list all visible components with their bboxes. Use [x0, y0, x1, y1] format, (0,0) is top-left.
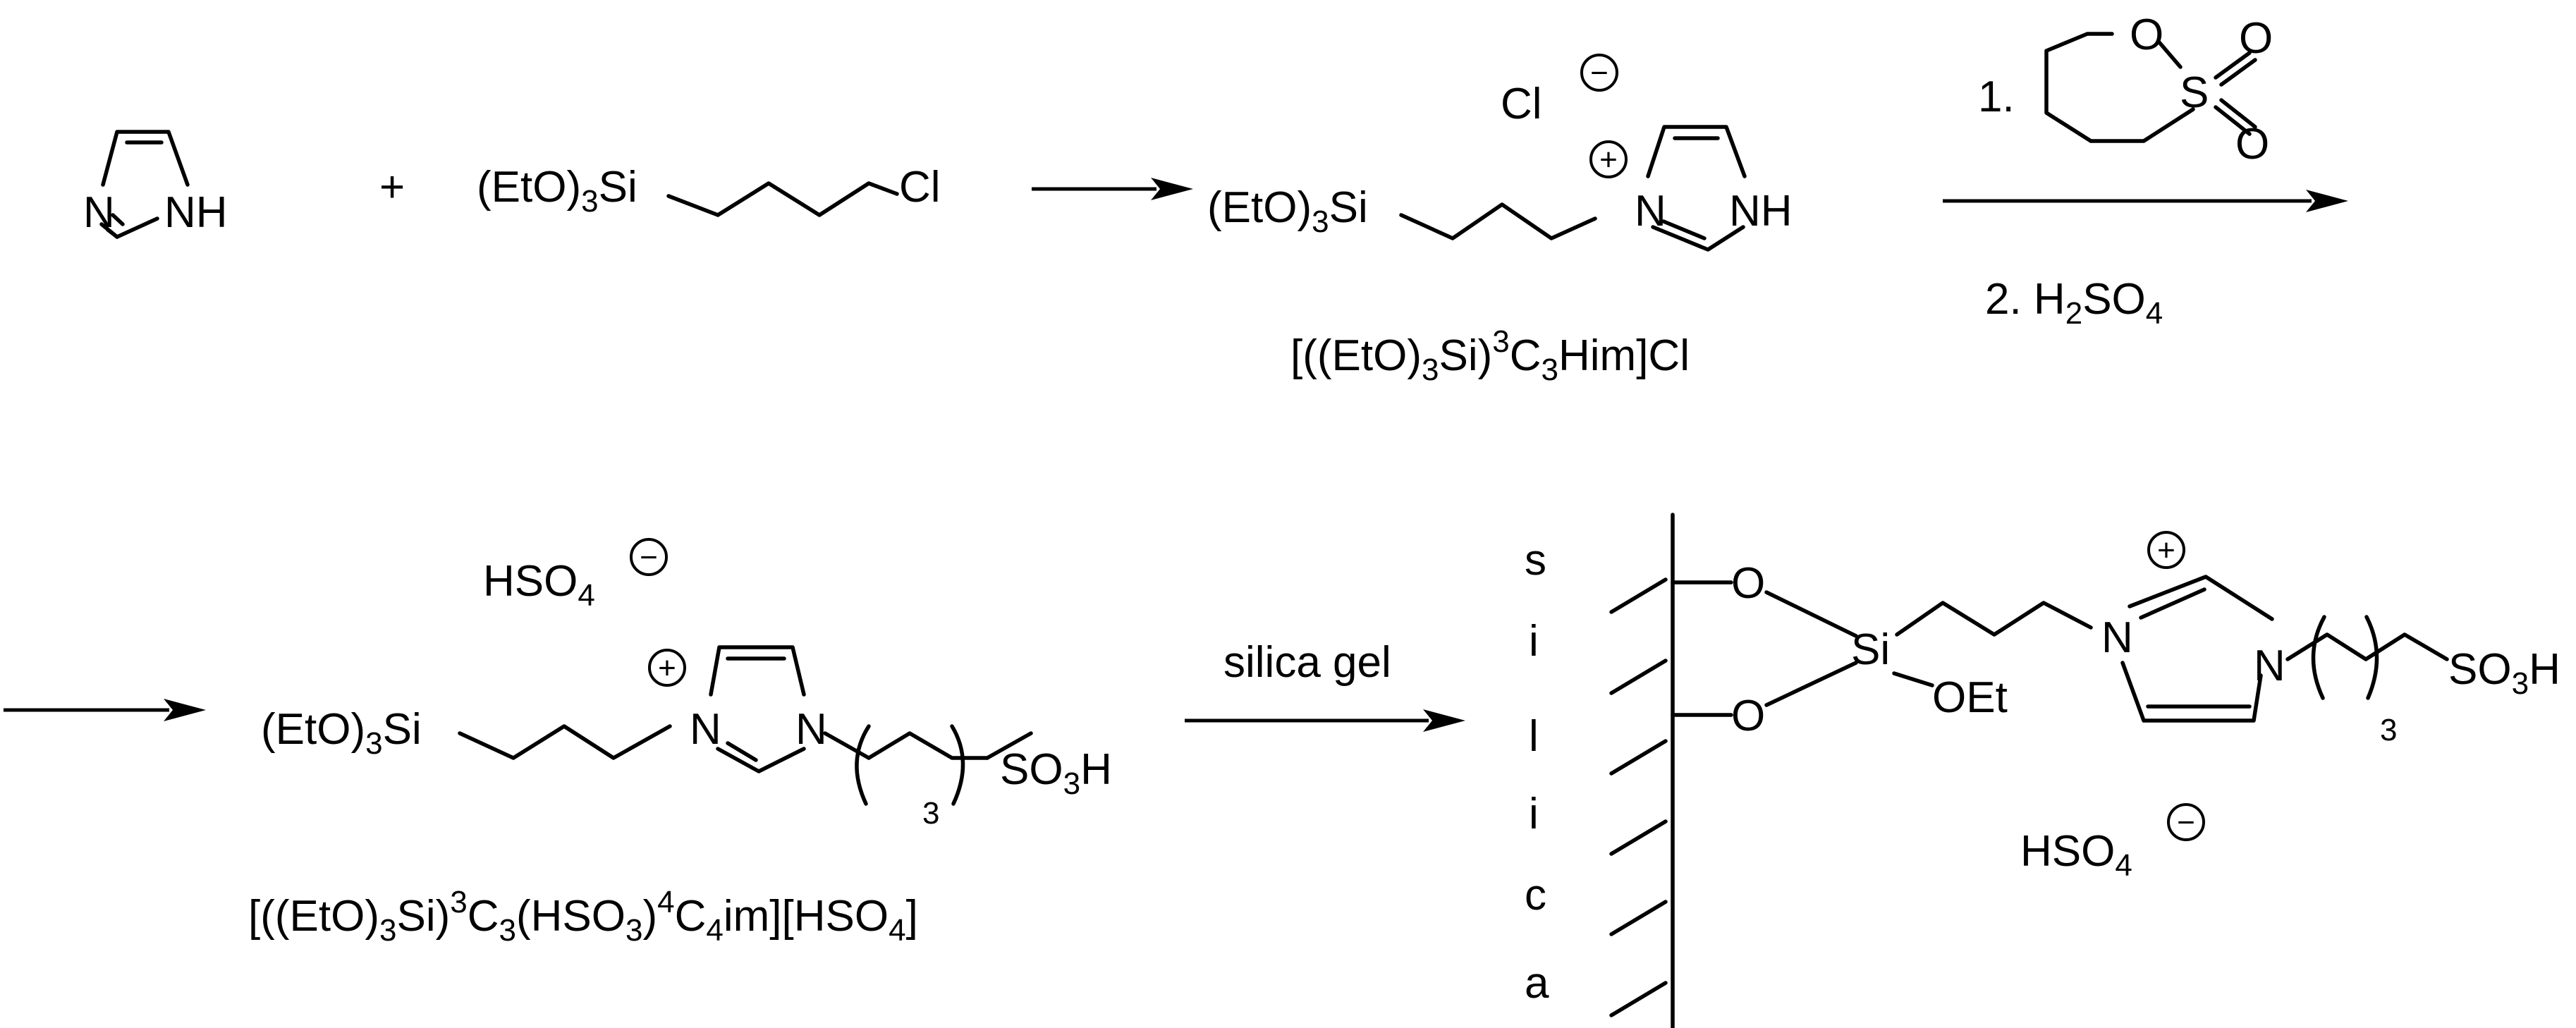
sultone-ring-o: O: [2130, 11, 2163, 59]
supported-repeat-bracket-left: [2311, 615, 2326, 700]
product-butyl-link: [823, 731, 1033, 760]
surface-o-top: O: [1731, 559, 1765, 608]
sulfonyl-o-top: O: [2239, 14, 2273, 63]
supported-positive-charge-sign: +: [2157, 533, 2175, 568]
supported-imidazolium-ring: [2120, 575, 2274, 723]
intermediate-ethoxy-label: (EtO)3Si: [1207, 183, 1368, 239]
supported-positive-charge-circle: [2147, 531, 2185, 569]
supported-repeat-bracket-right: [2364, 615, 2379, 700]
chloropropyl-triethoxysilane: (EtO)3Si Cl: [477, 163, 941, 219]
imidazolium-ring: [1646, 125, 1747, 252]
si-oet-bond: [1892, 671, 1934, 687]
butane-sultone-ring: [2044, 32, 2195, 143]
continuation-arrow: [4, 699, 206, 721]
step-1-label: 1.: [1978, 73, 2015, 121]
product-negative-charge-sign: −: [640, 540, 658, 575]
supported-sulfonic-acid-label: SO3H: [2448, 645, 2560, 701]
sulfonyl-double-bonds: [2214, 51, 2257, 136]
supported-oet-label: OEt: [1932, 673, 2008, 722]
intermediate-name: [((EtO)3Si)3C3Him]Cl: [1290, 324, 1690, 387]
positive-charge-sign: +: [1599, 142, 1618, 177]
imidazolium-nh-label: NH: [1729, 187, 1793, 235]
product-repeat-bracket-left: [855, 724, 871, 806]
silica-surface-hatching: [1609, 577, 1668, 1017]
imidazole-ring-bonds: [101, 130, 190, 239]
silica-letter-5: c: [1525, 871, 1546, 919]
silica-support: s i l i c a: [1525, 513, 1675, 1028]
supported-si-label: Si: [1851, 625, 1890, 674]
product-repeat-bracket-right: [950, 724, 965, 806]
silica-letter-3: l: [1529, 712, 1539, 761]
product-n2-label: N: [795, 705, 827, 754]
imidazole-n-label: N: [83, 188, 115, 237]
imidazole-cn-double: [99, 222, 119, 239]
surface-o-bottom: O: [1731, 692, 1765, 740]
intermediate-propyl-chain: [1399, 202, 1597, 240]
product-n1-label: N: [690, 705, 721, 754]
supported-negative-charge-circle: [2167, 803, 2205, 841]
silica-letter-1: s: [1525, 536, 1546, 585]
step-conditions-arrow: 1. O S O O 2. H2SO4: [1943, 11, 2348, 331]
step-2-label: 2. H2SO4: [1985, 275, 2163, 331]
supported-repeat-count: 3: [2380, 713, 2397, 747]
hydrogen-sulfate-anion-label: HSO4: [483, 557, 595, 613]
product-repeat-unit: [867, 731, 989, 760]
chloride-label: Cl: [899, 163, 941, 212]
product-positive-charge-circle: [648, 649, 686, 687]
supported-butyl-chain: [2285, 632, 2449, 661]
product-negative-charge-circle: [630, 538, 668, 576]
silica-supported-catalyst: O O Si OEt + N N 3 SO3H HSO4 −: [1671, 531, 2560, 883]
supported-n2-label: N: [2254, 642, 2285, 690]
product-sulfonic-acid-label: SO3H: [1000, 745, 1112, 801]
supported-propyl-chain: [1895, 601, 2093, 637]
imidazolium-chloride-intermediate: Cl − + (EtO)3Si N NH [((EtO)3Si)3C3Him]C…: [1207, 54, 1793, 387]
reaction-arrow-1: [1032, 178, 1193, 200]
product-name: [((EtO)3Si)3C3(HSO3)4C4im][HSO4]: [248, 885, 918, 948]
propyl-chain: [666, 181, 899, 217]
negative-charge-circle: [1580, 54, 1618, 92]
imidazolium-n-label: N: [1635, 187, 1666, 235]
sulfonyl-o-bottom: O: [2235, 120, 2269, 169]
silica-letter-6: a: [1525, 959, 1549, 1008]
plus-sign: +: [379, 163, 405, 212]
imidazole-structure: N NH: [83, 130, 228, 239]
product-repeat-count: 3: [922, 796, 939, 831]
product-positive-charge-sign: +: [658, 651, 676, 685]
supported-negative-charge-sign: −: [2177, 805, 2195, 840]
silica-gel-label: silica gel: [1223, 638, 1391, 687]
negative-charge-sign: −: [1590, 56, 1609, 90]
ethoxy-group-label: (EtO)3Si: [477, 163, 637, 219]
imidazole-nh-label: NH: [164, 188, 228, 237]
supported-anion-label: HSO4: [2020, 827, 2132, 883]
product-propyl-chain: [458, 724, 672, 760]
positive-charge-circle: [1589, 140, 1628, 178]
sultone-s: S: [2180, 68, 2209, 117]
silica-gel-arrow: silica gel: [1185, 638, 1465, 732]
silica-letter-4: i: [1529, 790, 1539, 838]
sultone-s-o-bond: [2157, 40, 2183, 69]
surface-o-bonds: [1671, 580, 1733, 717]
silica-letter-2: i: [1529, 617, 1539, 666]
product-ethoxy-label: (EtO)3Si: [261, 705, 422, 761]
o-si-bonds: [1764, 590, 1858, 707]
chloride-anion-label: Cl: [1501, 80, 1542, 128]
imidazole-cn-inner: [111, 213, 125, 226]
product-imidazolium-ring: [709, 645, 806, 773]
sulfonic-acid-imidazolium-product: HSO4 − + (EtO)3Si N N 3 SO3H [((EtO)3Si)…: [248, 538, 1112, 948]
supported-n1-label: N: [2101, 613, 2133, 662]
